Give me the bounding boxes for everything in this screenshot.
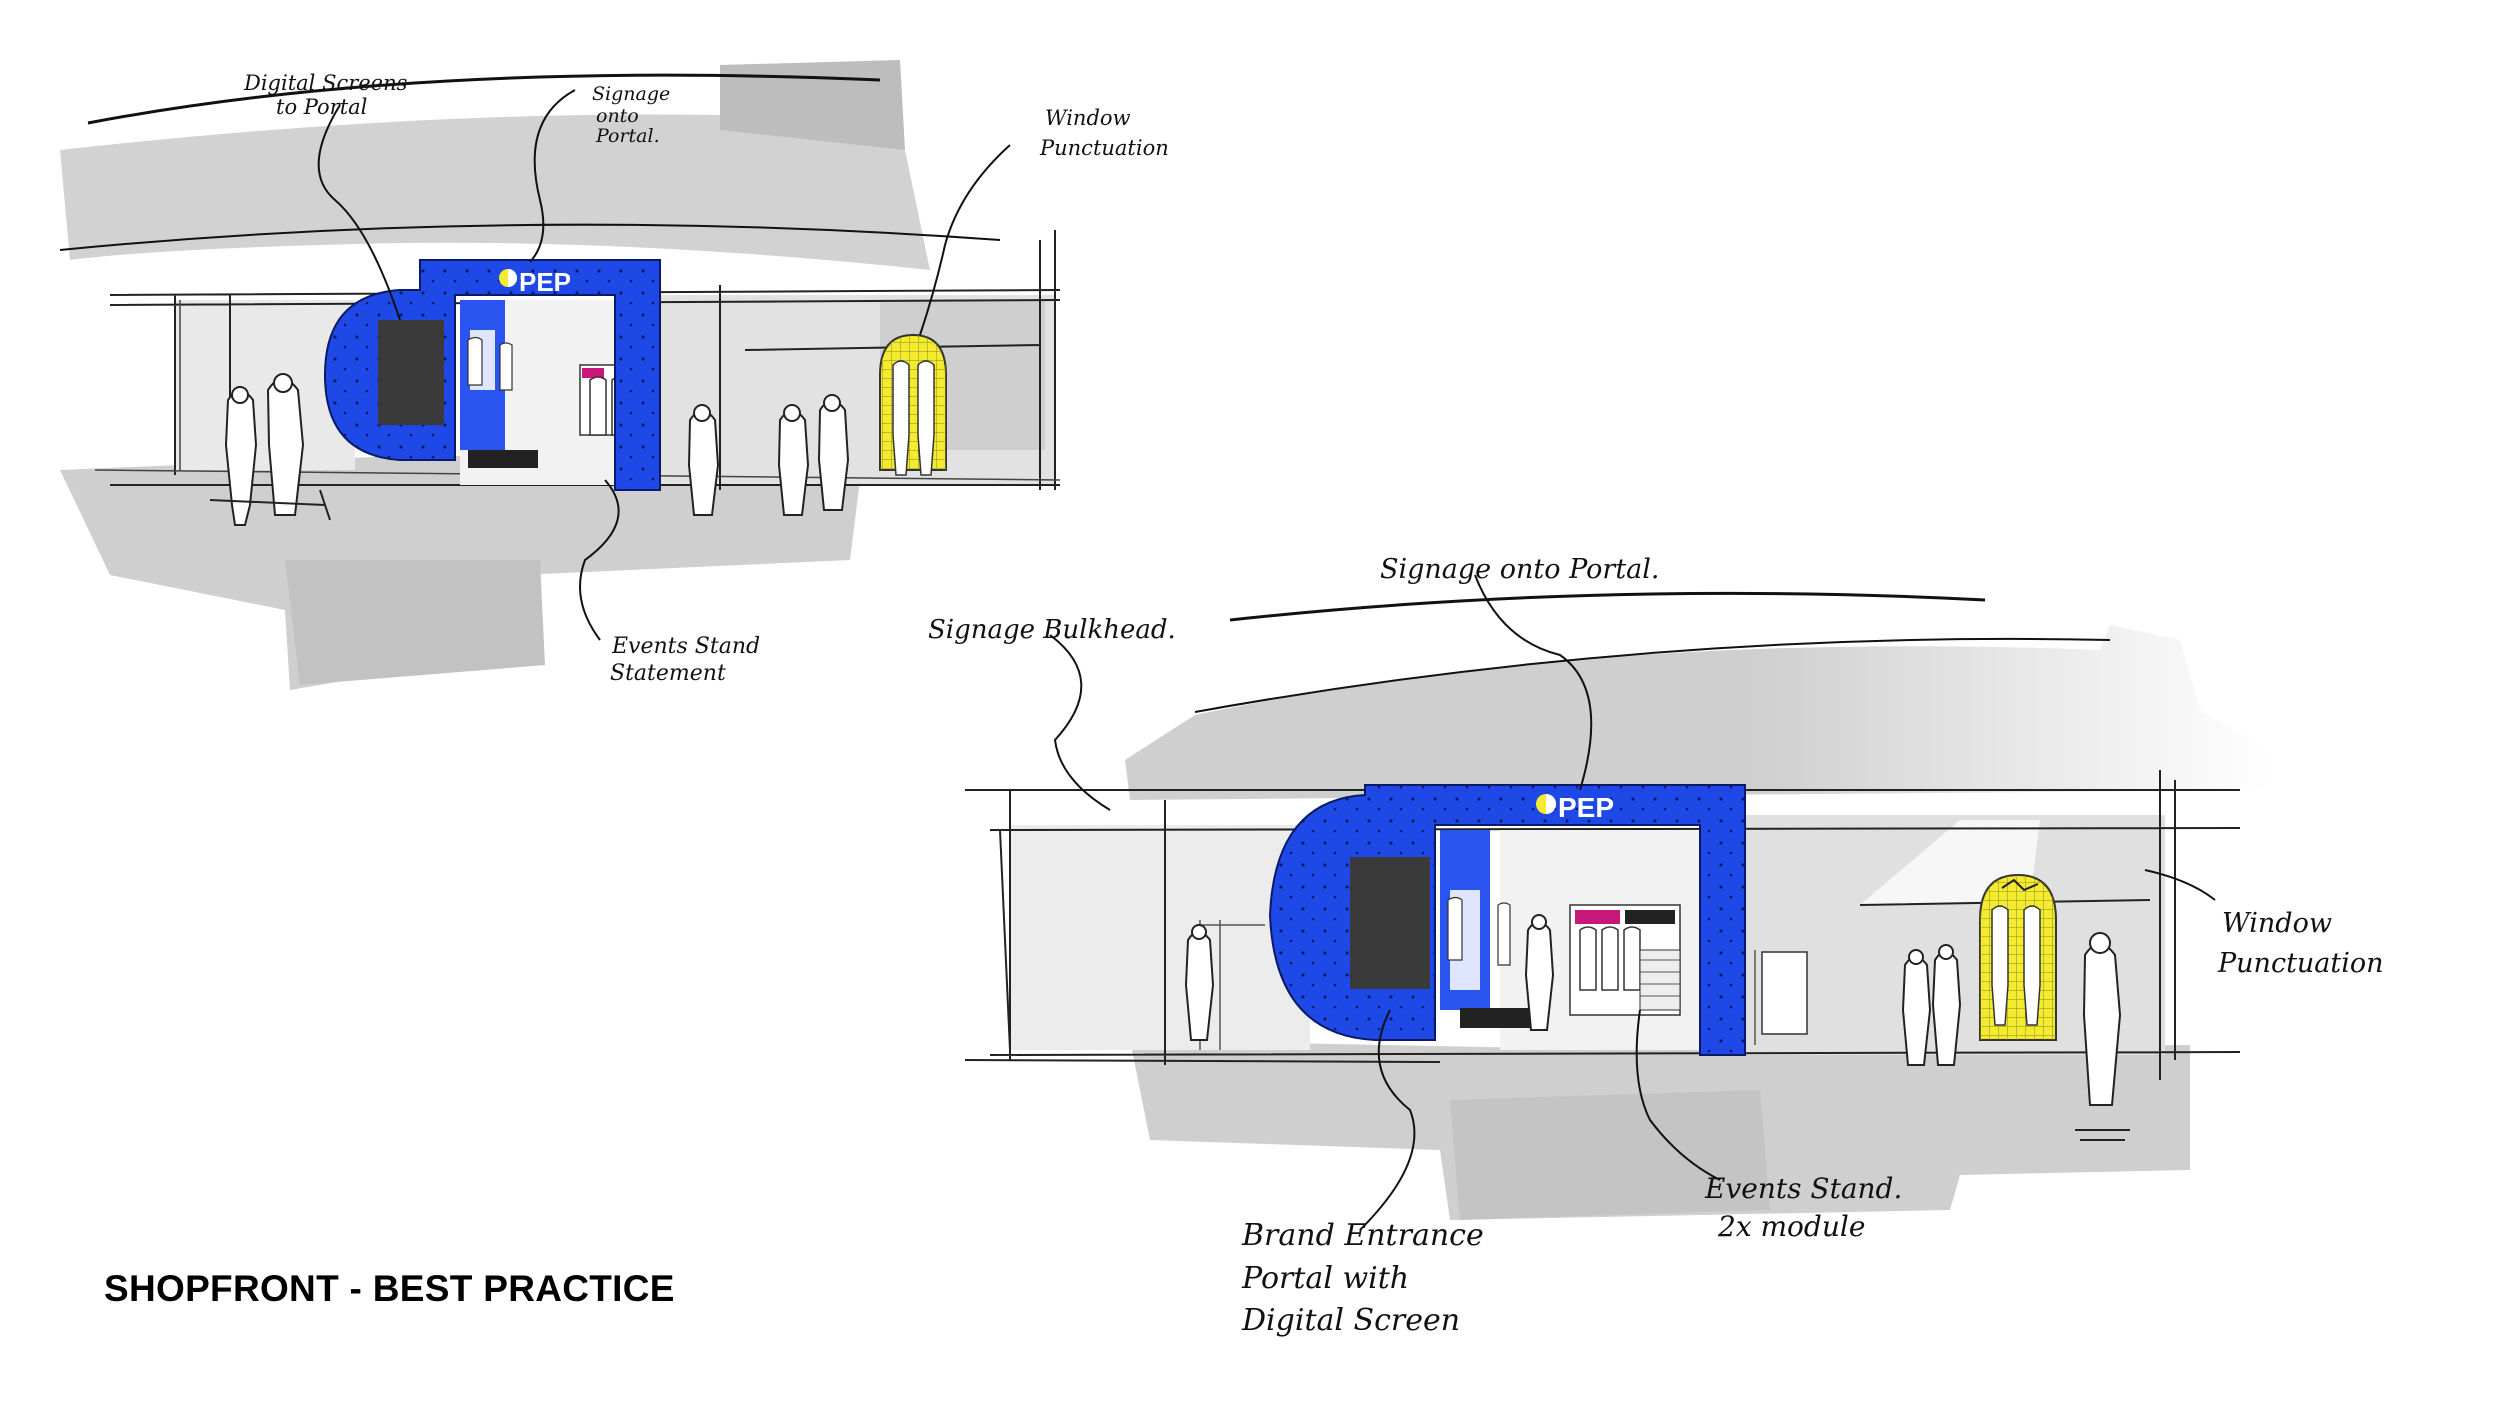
bottom-brand-sign: PEP	[1558, 792, 1614, 823]
top-leader-window	[919, 144, 1011, 336]
top-note-window-punctuation: Window Punctuation	[1039, 106, 1169, 160]
bottom-ceiling-band	[1125, 625, 2270, 800]
bottom-note-signage-portal: Signage onto Portal.	[1380, 554, 1659, 585]
page-title: SHOPFRONT - BEST PRACTICE	[104, 1268, 675, 1309]
bottom-figures	[1184, 914, 2122, 1106]
sketch-top: PEP Digital Screens to Portal	[59, 60, 1169, 690]
bottom-note-brand-entrance: Brand Entrance Portal with Digital Scree…	[1241, 1218, 1493, 1338]
top-note-signage-portal: Signage onto Portal.	[592, 83, 676, 147]
top-figures	[224, 373, 850, 526]
top-leader-events	[579, 479, 620, 641]
bottom-leader-window	[2144, 869, 2216, 901]
bottom-glass-left	[1010, 825, 1310, 1050]
bottom-leader-entrance	[1359, 1009, 1416, 1231]
top-brand-sign: PEP	[519, 267, 571, 297]
bottom-note-events-stand: Events Stand. 2x module	[1704, 1172, 1911, 1243]
top-digital-screen	[378, 320, 444, 425]
top-leader-signage	[529, 89, 576, 263]
bottom-note-window-punctuation: Window Punctuation	[2217, 908, 2384, 979]
bottom-leader-signage	[1474, 574, 1593, 791]
bottom-digital-screen	[1350, 857, 1430, 989]
sketch-bottom: PEP Signage Bulkhead. Signage onto Porta…	[928, 554, 2384, 1338]
top-leader-screens	[317, 104, 401, 321]
bottom-leader-events	[1635, 1009, 1721, 1181]
bottom-note-signage-bulkhead: Signage Bulkhead.	[928, 615, 1176, 645]
top-note-events-stand: Events Stand Statement	[610, 634, 767, 686]
top-note-digital-screens: Digital Screens to Portal	[243, 71, 414, 119]
bottom-leader-bulkhead	[1049, 634, 1111, 811]
